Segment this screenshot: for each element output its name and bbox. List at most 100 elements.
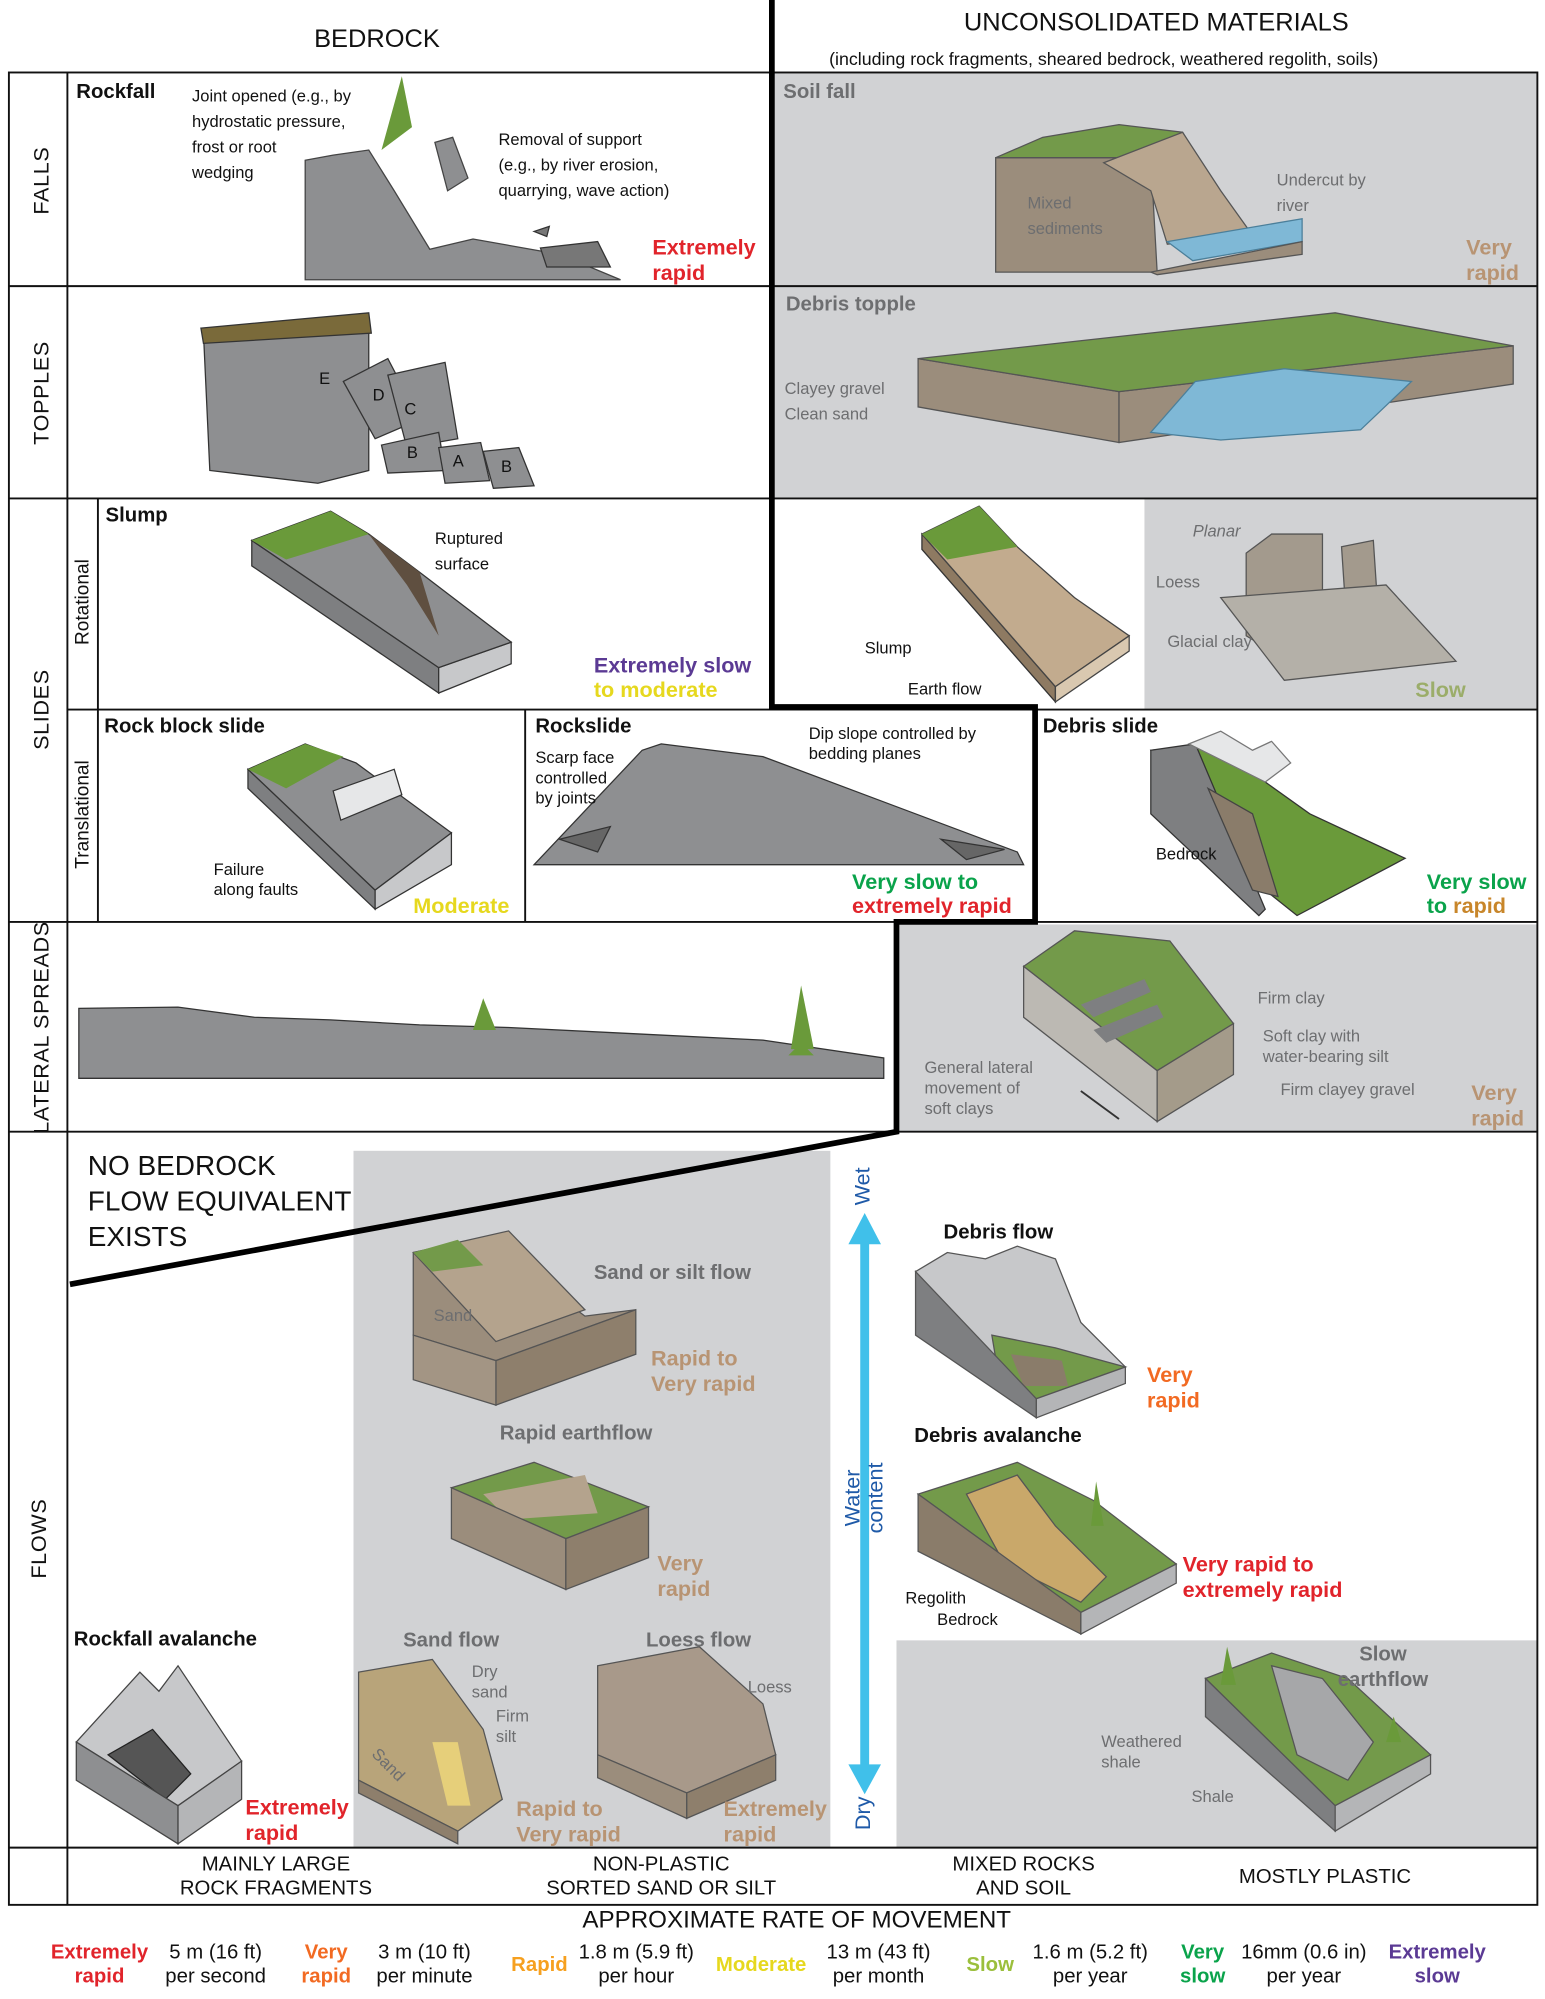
- sand-flow-rate: Rapid to Very rapid: [516, 1796, 621, 1847]
- legend-rate-rapid: Rapid: [511, 1954, 568, 1977]
- firm-silt-label: Firm silt: [495, 1706, 529, 1746]
- slow-earthflow-illustration: [1204, 1646, 1432, 1833]
- clayey-gravel-label: Clayey gravel: [784, 378, 885, 399]
- legend-title: APPROXIMATE RATE OF MOVEMENT: [582, 1907, 1012, 1935]
- rockfall-illustration: [304, 76, 621, 281]
- row-label-rotational: Rotational: [71, 559, 94, 646]
- rock-block-slide-title: Rock block slide: [104, 715, 265, 738]
- legend-value-moderate: 13 m (43 ft) per month: [826, 1941, 931, 1988]
- debris-slide-rate-slow: Very slow: [1426, 869, 1527, 894]
- rockslide-title: Rockslide: [535, 715, 632, 738]
- soil-fall-title: Soil fall: [783, 81, 856, 103]
- topple-block-label-b: B: [406, 442, 418, 462]
- water-content-arrow: [848, 1213, 882, 1795]
- debris-avalanche-title: Debris avalanche: [914, 1425, 1082, 1448]
- unconsolidated-header: UNCONSOLIDATED MATERIALS: [963, 8, 1349, 37]
- row-label-translational: Translational: [71, 760, 94, 869]
- planar-rate: Slow: [1415, 677, 1466, 702]
- rockslide-illustration: [532, 743, 1025, 866]
- rapid-earthflow-rate: Very rapid: [657, 1551, 711, 1601]
- earth-flow-label: Earth flow: [907, 679, 982, 699]
- material-boundary-line: [69, 0, 1038, 1288]
- legend-value-extremely-rapid: 5 m (16 ft) per second: [165, 1941, 266, 1988]
- row-label-falls: FALLS: [29, 146, 54, 215]
- debris-avalanche-rate: Very rapid to extremely rapid: [1182, 1552, 1343, 1603]
- slump-title: Slump: [105, 504, 168, 527]
- slow-earthflow-title: Slow earthflow: [1337, 1644, 1429, 1692]
- slump-rate-slow: Extremely slow: [593, 653, 752, 678]
- weathered-shale-label: Weathered shale: [1101, 1731, 1182, 1772]
- unconsolidated-subheader: (including rock fragments, sheared bedro…: [829, 48, 1379, 69]
- row-label-topples: TOPPLES: [29, 341, 54, 445]
- slump-illustration: [250, 510, 513, 695]
- legend-rate-extremely-rapid: Extremely rapid: [50, 1941, 149, 1988]
- topple-block-label-e: E: [319, 368, 331, 388]
- clean-sand-label: Clean sand: [784, 404, 869, 424]
- soft-clay-label: Soft clay with water-bearing silt: [1262, 1026, 1389, 1066]
- debris-avalanche-illustration: [916, 1461, 1178, 1636]
- glacial-clay-label: Glacial clay: [1167, 631, 1252, 652]
- lateral-spread-clay-illustration: [1022, 930, 1235, 1123]
- rockfall-avalanche-rate: Extremely rapid: [245, 1795, 349, 1846]
- ruptured-surface-label: Ruptured surface: [434, 528, 503, 574]
- loess-label: Loess: [1155, 572, 1201, 592]
- debris-slide-illustration: [1149, 730, 1407, 917]
- row-label-flows: FLOWS: [26, 1498, 51, 1579]
- column-label-mixed: MIXED ROCKS AND SOIL: [952, 1853, 1095, 1900]
- firm-clayey-gravel-label: Firm clayey gravel: [1280, 1079, 1415, 1099]
- sand-silt-flow-illustration: [412, 1230, 637, 1407]
- debris-topple-title: Debris topple: [785, 293, 916, 316]
- legend-value-slow: 1.6 m (5.2 ft) per year: [1032, 1941, 1148, 1988]
- soil-fall-illustration: [995, 123, 1303, 276]
- topples-illustration: [200, 312, 535, 489]
- dip-slope-label: Dip slope controlled by bedding planes: [808, 723, 976, 763]
- topple-block-label-b2: B: [501, 456, 513, 476]
- slow-earthflow-panel: [896, 1640, 1538, 1848]
- rockslide-rate-rapid: extremely rapid: [851, 893, 1012, 919]
- rockslide-rate-slow: Very slow to: [851, 869, 979, 894]
- wet-label: Wet: [850, 1167, 875, 1206]
- rockfall-joint-note: Joint opened (e.g., by hydrostatic press…: [192, 86, 352, 182]
- slump-rate-moderate: to moderate: [593, 677, 718, 702]
- earth-slump-label: Slump: [864, 638, 912, 658]
- legend-rate-slow: Slow: [966, 1954, 1014, 1977]
- debris-slide-bedrock-label: Bedrock: [1155, 844, 1217, 864]
- sand-silt-flow-title: Sand or silt flow: [593, 1262, 751, 1285]
- loess-flow-loess-label: Loess: [747, 1677, 792, 1697]
- dry-label: Dry: [850, 1796, 876, 1831]
- column-label-large-rock: MAINLY LARGE ROCK FRAGMENTS: [179, 1853, 373, 1900]
- rockfall-removal-note: Removal of support (e.g., by river erosi…: [498, 129, 670, 200]
- debris-flow-illustration: [914, 1245, 1128, 1420]
- regolith-label: Regolith: [905, 1588, 967, 1608]
- earth-slump-illustration: [920, 505, 1131, 704]
- topple-block-label-d: D: [372, 385, 385, 405]
- soil-fall-mixed-label: Mixed sediments: [1027, 193, 1103, 238]
- rock-block-rate: Moderate: [413, 893, 510, 919]
- rapid-earthflow-title: Rapid earthflow: [499, 1422, 653, 1445]
- failure-along-faults-label: Failure along faults: [213, 859, 299, 900]
- debris-slide-title: Debris slide: [1042, 715, 1159, 738]
- rockfall-avalanche-title: Rockfall avalanche: [73, 1628, 257, 1651]
- lateral-spread-rock-illustration: [78, 985, 885, 1079]
- debris-slide-rate-rapid: rapid: [1453, 893, 1507, 919]
- sand-silt-flow-sand-label: Sand: [433, 1305, 473, 1326]
- legend-value-rapid: 1.8 m (5.9 ft) per hour: [578, 1941, 694, 1988]
- bedrock-header: BEDROCK: [314, 25, 440, 54]
- debris-slide-rate-to: to rapid: [1426, 893, 1507, 919]
- legend-rate-very-rapid: Very rapid: [301, 1941, 352, 1988]
- column-label-plastic: MOSTLY PLASTIC: [1238, 1866, 1412, 1889]
- rapid-earthflow-illustration: [449, 1461, 651, 1591]
- legend-value-very-slow: 16mm (0.6 in) per year: [1241, 1941, 1367, 1988]
- loess-flow-illustration: [597, 1646, 777, 1820]
- debris-flow-rate: Very rapid: [1146, 1363, 1200, 1413]
- topple-block-label-a: A: [452, 451, 464, 471]
- sand-flow-illustration: [357, 1658, 504, 1845]
- planar-title: Planar: [1192, 521, 1241, 541]
- water-content-label: Water content: [840, 1462, 888, 1534]
- rock-block-slide-illustration: [246, 743, 453, 911]
- no-bedrock-flow-note: NO BEDROCK FLOW EQUIVALENT EXISTS: [87, 1149, 352, 1253]
- sand-silt-flow-rate: Rapid to Very rapid: [651, 1346, 756, 1397]
- sand-flow-title: Sand flow: [403, 1630, 500, 1652]
